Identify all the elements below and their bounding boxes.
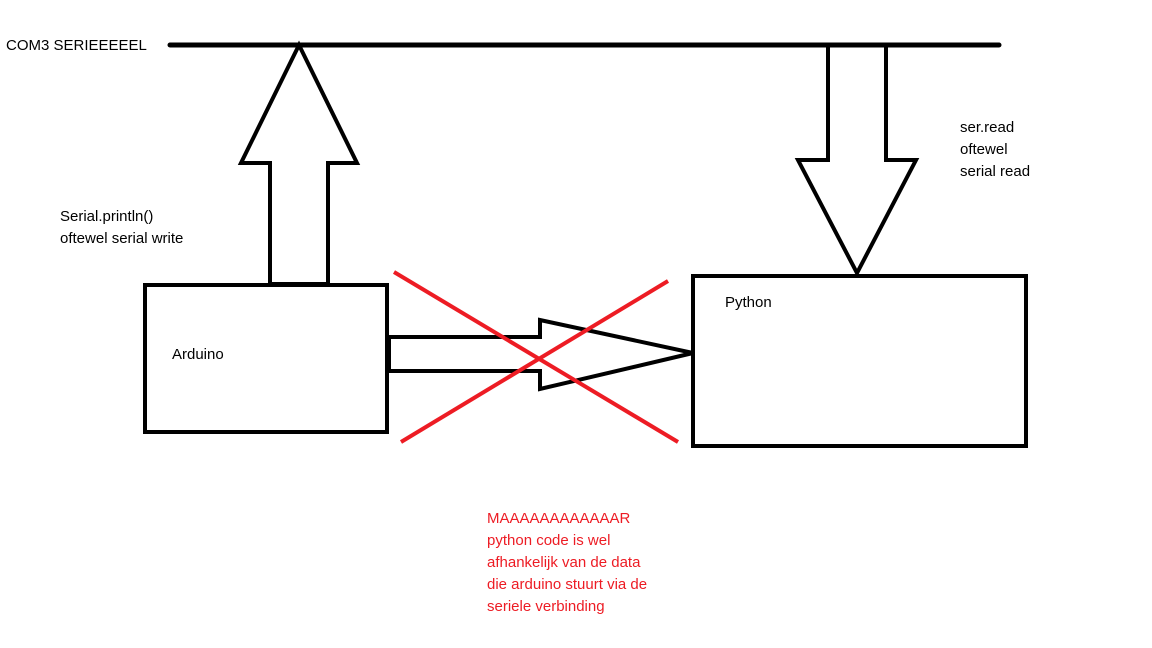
note-annotation: MAAAAAAAAAAAAR python code is wel afhank… bbox=[487, 508, 647, 618]
read-annotation: ser.read oftewel serial read bbox=[960, 117, 1030, 183]
bus-label-text: COM3 SERIEEEEEL bbox=[6, 37, 147, 54]
write-annotation-line: Serial.println() bbox=[60, 208, 154, 225]
arduino-label-text: Arduino bbox=[172, 346, 224, 363]
note-line: MAAAAAAAAAAAAR bbox=[487, 510, 631, 527]
arduino-to-python-arrow bbox=[387, 317, 694, 392]
read-annotation-line: oftewel bbox=[960, 141, 1008, 158]
note-line: seriele verbinding bbox=[487, 598, 605, 615]
python-label: Python bbox=[725, 292, 772, 314]
arduino-label: Arduino bbox=[172, 344, 224, 366]
arduino-to-bus-arrow bbox=[237, 40, 361, 286]
red-cross-mark bbox=[392, 270, 680, 444]
note-line: python code is wel bbox=[487, 532, 611, 549]
bus-to-python-arrow bbox=[794, 43, 920, 278]
write-annotation-line: oftewel serial write bbox=[60, 230, 184, 247]
note-line: afhankelijk van de data bbox=[487, 554, 641, 571]
note-line: die arduino stuurt via de bbox=[487, 576, 648, 593]
python-label-text: Python bbox=[725, 294, 772, 311]
python-box bbox=[691, 274, 1028, 448]
read-annotation-line: ser.read bbox=[960, 119, 1015, 136]
bus-label: COM3 SERIEEEEEL bbox=[6, 35, 147, 57]
write-annotation: Serial.println() oftewel serial write bbox=[60, 206, 183, 250]
read-annotation-line: serial read bbox=[960, 163, 1031, 180]
